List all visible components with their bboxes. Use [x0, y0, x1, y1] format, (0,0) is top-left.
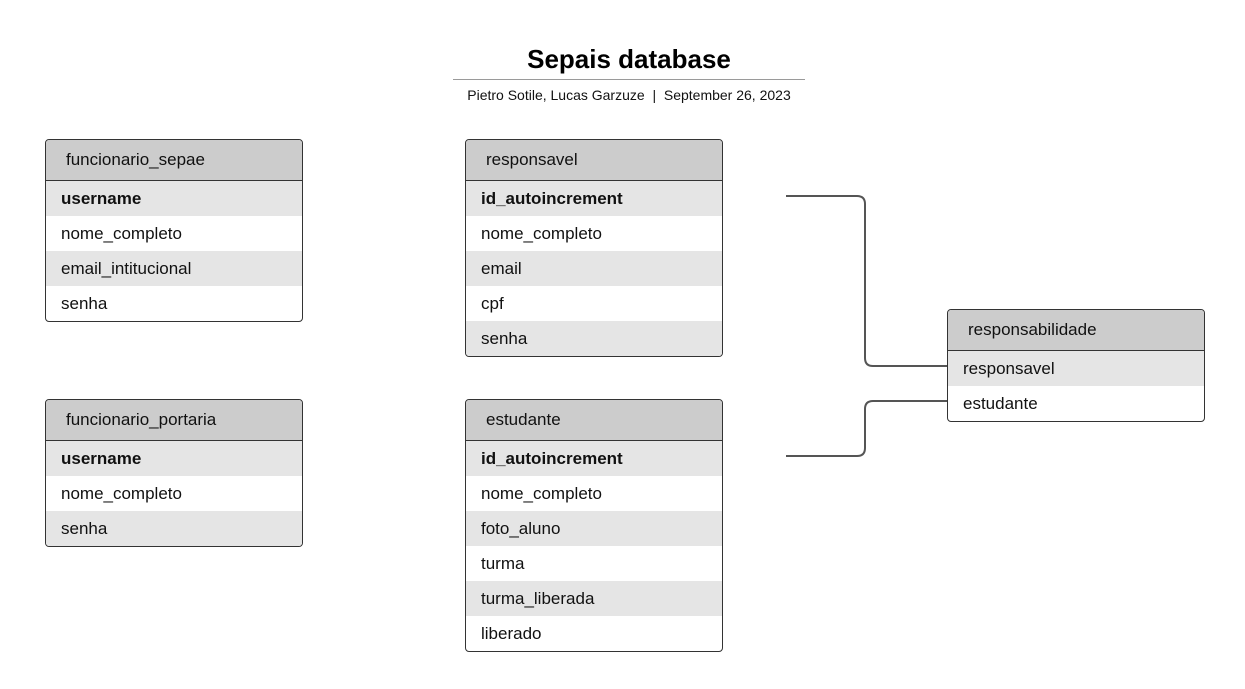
entity-field: foto_aluno [466, 511, 722, 546]
entity-responsavel[interactable]: responsavel id_autoincrement nome_comple… [465, 139, 723, 357]
entity-field-primary-key: username [46, 441, 302, 476]
entity-header: responsabilidade [948, 310, 1204, 351]
entity-field: nome_completo [61, 484, 182, 503]
entity-field: turma_liberada [466, 581, 722, 616]
entity-field-primary-key: id_autoincrement [466, 441, 722, 476]
entity-estudante[interactable]: estudante id_autoincrement nome_completo… [465, 399, 723, 652]
entity-field: email [466, 251, 722, 286]
entity-field-primary-key: id_autoincrement [466, 181, 722, 216]
diagram-subtitle: Pietro Sotile, Lucas Garzuze | September… [467, 87, 791, 103]
entity-field: senha [61, 294, 108, 313]
connector-estudante-to-responsabilidade[interactable] [786, 400, 947, 457]
entity-field: nome_completo [481, 224, 602, 243]
entity-field: email_intitucional [46, 251, 302, 286]
entity-responsabilidade[interactable]: responsabilidade responsavel estudante [947, 309, 1205, 422]
entity-field-foreign-key: responsavel [948, 351, 1204, 386]
entity-funcionario-portaria[interactable]: funcionario_portaria username nome_compl… [45, 399, 303, 547]
entity-field-foreign-key: estudante [963, 394, 1038, 413]
entity-field: cpf [481, 294, 504, 313]
connector-responsavel-to-responsabilidade[interactable] [786, 195, 947, 367]
entity-field: senha [46, 511, 302, 546]
entity-header: estudante [466, 400, 722, 441]
entity-field: liberado [481, 624, 542, 643]
entity-field-primary-key: username [46, 181, 302, 216]
entity-field: nome_completo [481, 484, 602, 503]
entity-field: senha [466, 321, 722, 356]
entity-header: responsavel [466, 140, 722, 181]
entity-field: nome_completo [61, 224, 182, 243]
entity-funcionario-sepae[interactable]: funcionario_sepae username nome_completo… [45, 139, 303, 322]
entity-header: funcionario_portaria [46, 400, 302, 441]
diagram-title: Sepais database [527, 44, 731, 74]
entity-header: funcionario_sepae [46, 140, 302, 181]
entity-field: turma [481, 554, 525, 573]
title-divider [453, 79, 805, 80]
